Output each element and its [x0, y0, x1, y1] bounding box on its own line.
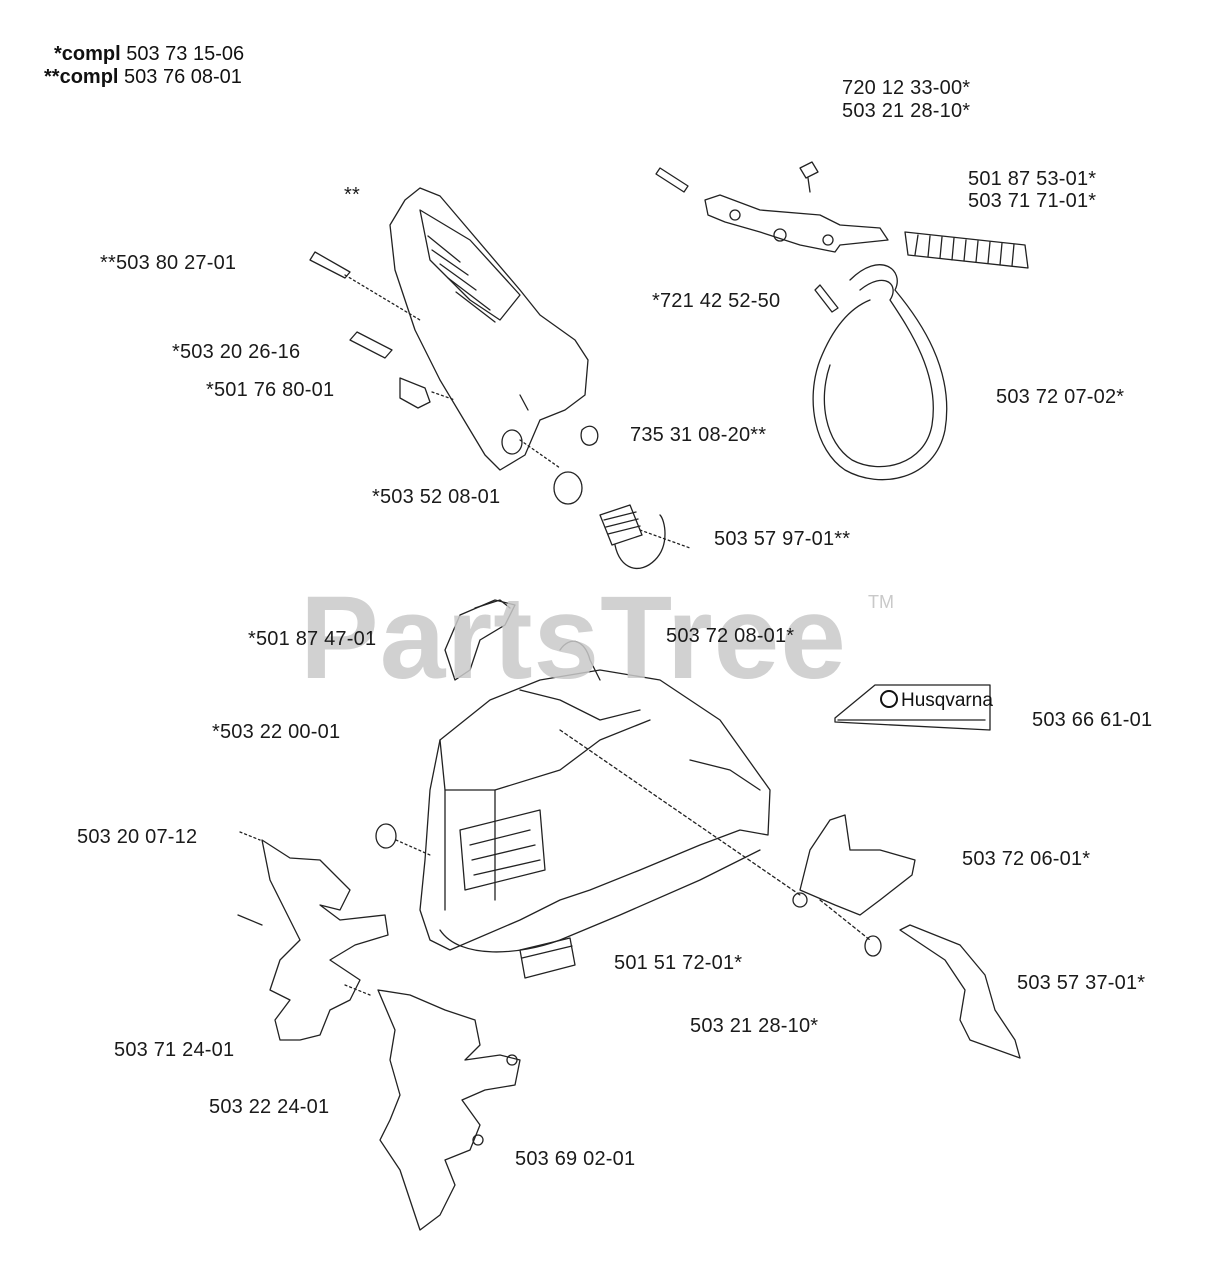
- partstree-watermark: PartsTree: [300, 572, 847, 704]
- complete-kit-line-2: **compl 503 76 08-01: [44, 66, 242, 88]
- hand-guard-part: [389, 187, 589, 471]
- part-label[interactable]: *503 52 08-01: [372, 486, 501, 508]
- part-label[interactable]: 503 57 37-01*: [1017, 972, 1146, 994]
- part-label[interactable]: 503 57 97-01**: [714, 528, 851, 550]
- part-label[interactable]: *503 22 00-01: [212, 721, 341, 743]
- part-label: **: [344, 184, 360, 206]
- part-label[interactable]: *721 42 52-50: [652, 290, 781, 312]
- bumper-spike-part-2: [344, 984, 521, 1231]
- part-label[interactable]: *503 20 26-16: [172, 341, 301, 363]
- decal-part: [834, 684, 991, 731]
- part-label[interactable]: 503 66 61-01: [1032, 709, 1153, 731]
- part-label[interactable]: 503 21 28-10*: [690, 1015, 819, 1037]
- pawl-part: [444, 599, 516, 681]
- husqvarna-decal-text: Husqvarna: [880, 690, 993, 712]
- part-label[interactable]: 735 31 08-20**: [630, 424, 767, 446]
- part-label[interactable]: **503 80 27-01: [100, 252, 237, 274]
- part-label[interactable]: 503 71 24-01: [114, 1039, 235, 1061]
- compl-number: 503 76 08-01: [124, 66, 242, 88]
- part-label[interactable]: 720 12 33-00*: [842, 77, 971, 99]
- complete-kit-line-1: *compl 503 73 15-06: [54, 43, 244, 65]
- part-label[interactable]: 503 21 28-10*: [842, 100, 971, 122]
- part-label[interactable]: 501 87 53-01*: [968, 168, 1097, 190]
- compl-prefix: **compl: [44, 66, 119, 88]
- brand-name: Husqvarna: [901, 690, 993, 711]
- part-label[interactable]: *501 87 47-01: [248, 628, 377, 650]
- compl-number: 503 73 15-06: [126, 43, 245, 65]
- part-label[interactable]: 503 20 07-12: [77, 826, 198, 848]
- brake-band-part: [812, 264, 948, 481]
- brake-lever-part: [655, 161, 1029, 313]
- part-label[interactable]: 503 72 06-01*: [962, 848, 1091, 870]
- spike-part-right: [899, 924, 1021, 1059]
- part-label[interactable]: 503 71 71-01*: [968, 190, 1097, 212]
- nut-part: [375, 823, 431, 856]
- husqvarna-logo-icon: [880, 690, 898, 708]
- part-label[interactable]: 503 72 07-02*: [996, 386, 1125, 408]
- pin-parts: [309, 251, 456, 409]
- block-part: [519, 937, 576, 979]
- compl-prefix: *compl: [54, 43, 121, 65]
- bumper-spike-part-1: [237, 831, 389, 1041]
- chain-catcher-part: [792, 814, 916, 957]
- part-label[interactable]: 501 51 72-01*: [614, 952, 743, 974]
- clutch-cover-part: [419, 640, 801, 953]
- spring-assembly: [519, 425, 691, 569]
- part-label[interactable]: 503 22 24-01: [209, 1096, 330, 1118]
- trademark-mark: TM: [868, 592, 894, 612]
- part-label[interactable]: 503 69 02-01: [515, 1148, 636, 1170]
- part-label[interactable]: 503 72 08-01*: [666, 625, 795, 647]
- part-label[interactable]: *501 76 80-01: [206, 379, 335, 401]
